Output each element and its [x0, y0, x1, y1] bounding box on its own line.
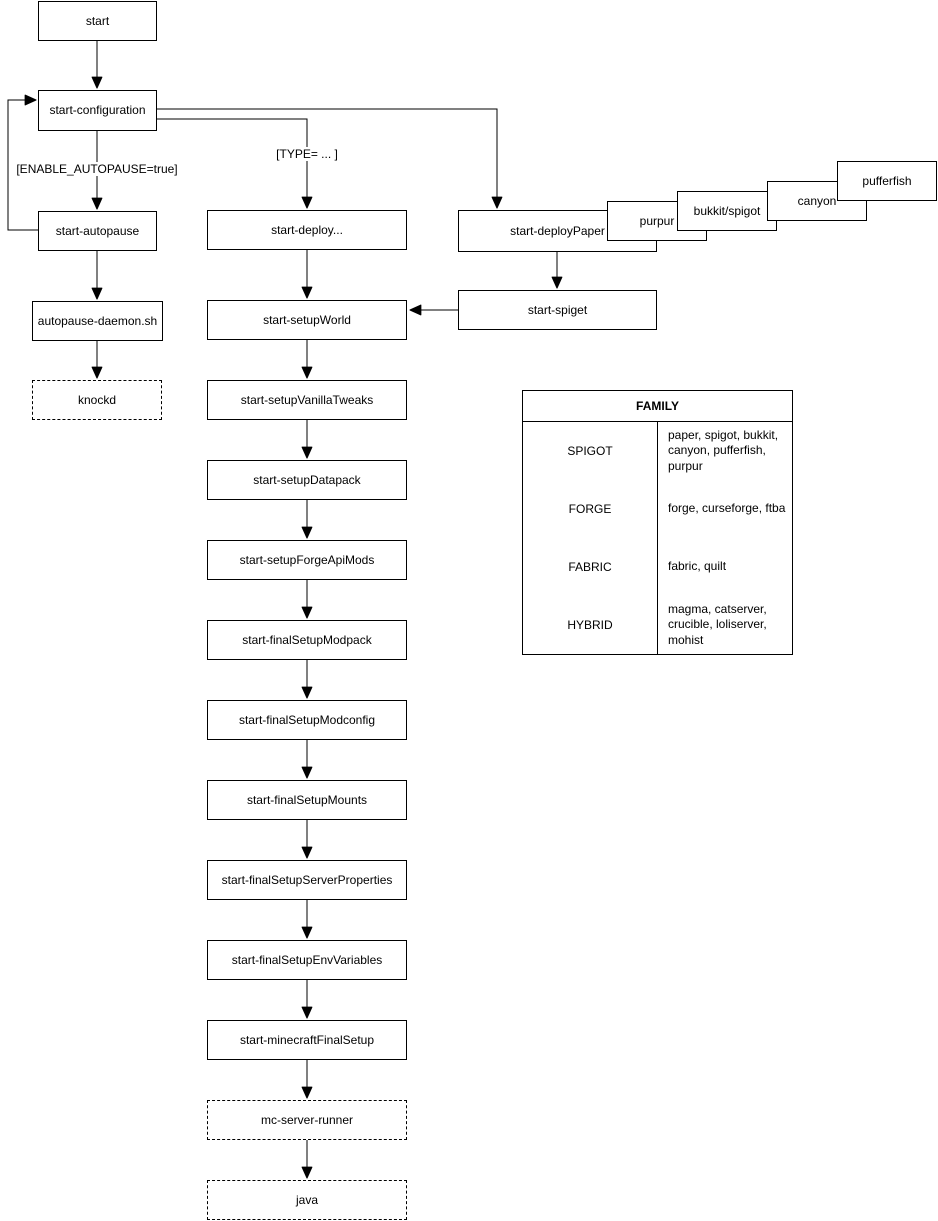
node-start-final-setup-mounts: start-finalSetupMounts: [207, 780, 407, 820]
family-row-fabric: FABRIC fabric, quilt: [522, 538, 793, 596]
family-servers: fabric, quilt: [657, 538, 793, 596]
node-start-configuration: start-configuration: [38, 90, 157, 131]
family-table: FAMILY SPIGOT paper, spigot, bukkit, can…: [522, 390, 793, 655]
node-bukkit-spigot: bukkit/spigot: [677, 191, 777, 231]
node-knockd: knockd: [32, 380, 162, 420]
node-pufferfish: pufferfish: [837, 161, 937, 201]
node-canyon: canyon: [767, 181, 867, 221]
node-start-setup-world: start-setupWorld: [207, 300, 407, 340]
node-mc-server-runner: mc-server-runner: [207, 1100, 407, 1140]
node-start-spiget: start-spiget: [458, 290, 657, 330]
edge-configuration-to-deploy: [157, 118, 313, 209]
edge-autopause-loop-to-configuration: [7, 94, 38, 231]
edge-label-type-condition: [TYPE= ... ]: [274, 147, 340, 161]
family-row-spigot: SPIGOT paper, spigot, bukkit, canyon, pu…: [522, 421, 793, 480]
node-start-setup-forge-api-mods: start-setupForgeApiMods: [207, 540, 407, 580]
family-row-forge: FORGE forge, curseforge, ftba: [522, 480, 793, 538]
node-java: java: [207, 1180, 407, 1220]
family-servers: magma, catserver, crucible, loliserver, …: [657, 596, 793, 655]
node-start-final-setup-modconfig: start-finalSetupModconfig: [207, 700, 407, 740]
family-name: FORGE: [522, 480, 658, 538]
node-start-autopause: start-autopause: [38, 211, 157, 251]
family-table-header-row: FAMILY: [522, 390, 793, 422]
node-start-setup-vanilla-tweaks: start-setupVanillaTweaks: [207, 380, 407, 420]
node-start-final-setup-env-variables: start-finalSetupEnvVariables: [207, 940, 407, 980]
node-start-final-setup-server-properties: start-finalSetupServerProperties: [207, 860, 407, 900]
node-autopause-daemon-sh: autopause-daemon.sh: [32, 301, 163, 341]
node-start-final-setup-modpack: start-finalSetupModpack: [207, 620, 407, 660]
family-name: FABRIC: [522, 538, 658, 596]
edge-configuration-to-deploypaper: [157, 108, 503, 209]
node-start-deploy: start-deploy...: [207, 210, 407, 250]
family-row-hybrid: HYBRID magma, catserver, crucible, lolis…: [522, 596, 793, 655]
family-servers: paper, spigot, bukkit, canyon, pufferfis…: [657, 421, 793, 480]
node-start: start: [38, 1, 157, 41]
family-table-title: FAMILY: [522, 390, 793, 422]
node-start-setup-datapack: start-setupDatapack: [207, 460, 407, 500]
family-name: HYBRID: [522, 596, 658, 655]
edge-label-enable-autopause: [ENABLE_AUTOPAUSE=true]: [14, 162, 180, 176]
node-start-minecraft-final-setup: start-minecraftFinalSetup: [207, 1020, 407, 1060]
family-name: SPIGOT: [522, 421, 658, 480]
family-servers: forge, curseforge, ftba: [657, 480, 793, 538]
